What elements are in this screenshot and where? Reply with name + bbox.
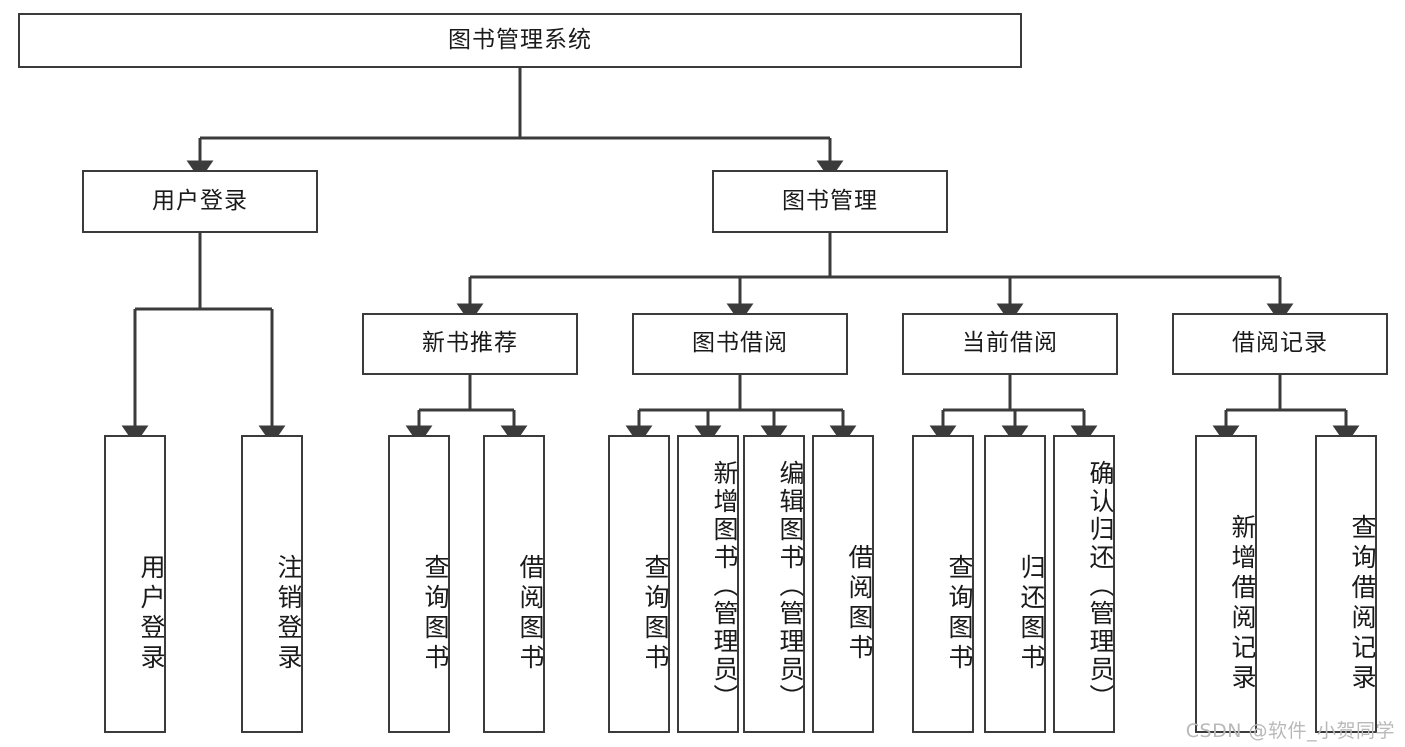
node-leaf-add-record-label: 新增借阅记录 — [1228, 514, 1257, 694]
node-root[interactable]: 图书管理系统 — [18, 13, 1022, 68]
node-leaf-return-book[interactable]: 归还图书 — [984, 435, 1046, 733]
node-leaf-add-record[interactable]: 新增借阅记录 — [1195, 435, 1257, 733]
node-leaf-add-book-label: 新增图书（管理员） — [710, 460, 739, 712]
node-leaf-query-book-b[interactable]: 查询图书 — [608, 435, 670, 733]
node-leaf-query-record[interactable]: 查询借阅记录 — [1315, 435, 1377, 733]
node-leaf-query-record-label: 查询借阅记录 — [1348, 514, 1377, 694]
node-leaf-add-book[interactable]: 新增图书（管理员） — [677, 435, 739, 733]
node-leaf-confirm-return[interactable]: 确认归还（管理员） — [1053, 435, 1115, 733]
node-book-management[interactable]: 图书管理 — [712, 170, 948, 233]
node-borrow-record-label: 借阅记录 — [1232, 330, 1328, 357]
node-current-borrow-label: 当前借阅 — [962, 330, 1058, 357]
node-leaf-borrow-book-b[interactable]: 借阅图书 — [812, 435, 874, 733]
node-leaf-logout-label: 注销登录 — [274, 554, 303, 674]
node-leaf-query-book-b-label: 查询图书 — [641, 554, 670, 674]
node-leaf-borrow-book-b-label: 借阅图书 — [845, 544, 874, 664]
node-leaf-user-login[interactable]: 用户登录 — [104, 435, 166, 733]
node-leaf-edit-book-label: 编辑图书（管理员） — [776, 460, 805, 712]
node-user-login-label: 用户登录 — [152, 187, 248, 214]
node-book-borrow[interactable]: 图书借阅 — [632, 313, 848, 375]
node-leaf-query-book-a-label: 查询图书 — [421, 554, 450, 674]
node-book-management-label: 图书管理 — [782, 187, 878, 214]
node-leaf-borrow-book-a-label: 借阅图书 — [516, 554, 545, 674]
node-leaf-confirm-return-label: 确认归还（管理员） — [1086, 460, 1115, 712]
node-new-book-recommend[interactable]: 新书推荐 — [362, 313, 578, 375]
node-user-login[interactable]: 用户登录 — [82, 170, 318, 233]
node-leaf-edit-book[interactable]: 编辑图书（管理员） — [743, 435, 805, 733]
node-leaf-borrow-book-a[interactable]: 借阅图书 — [483, 435, 545, 733]
node-book-borrow-label: 图书借阅 — [692, 330, 788, 357]
node-leaf-query-book-a[interactable]: 查询图书 — [388, 435, 450, 733]
node-current-borrow[interactable]: 当前借阅 — [902, 313, 1118, 375]
node-borrow-record[interactable]: 借阅记录 — [1172, 313, 1388, 375]
node-root-label: 图书管理系统 — [448, 26, 592, 53]
node-leaf-logout[interactable]: 注销登录 — [241, 435, 303, 733]
node-leaf-return-book-label: 归还图书 — [1017, 554, 1046, 674]
node-leaf-query-book-c[interactable]: 查询图书 — [912, 435, 974, 733]
node-leaf-user-login-label: 用户登录 — [137, 554, 166, 674]
node-new-book-recommend-label: 新书推荐 — [422, 330, 518, 357]
node-leaf-query-book-c-label: 查询图书 — [945, 554, 974, 674]
